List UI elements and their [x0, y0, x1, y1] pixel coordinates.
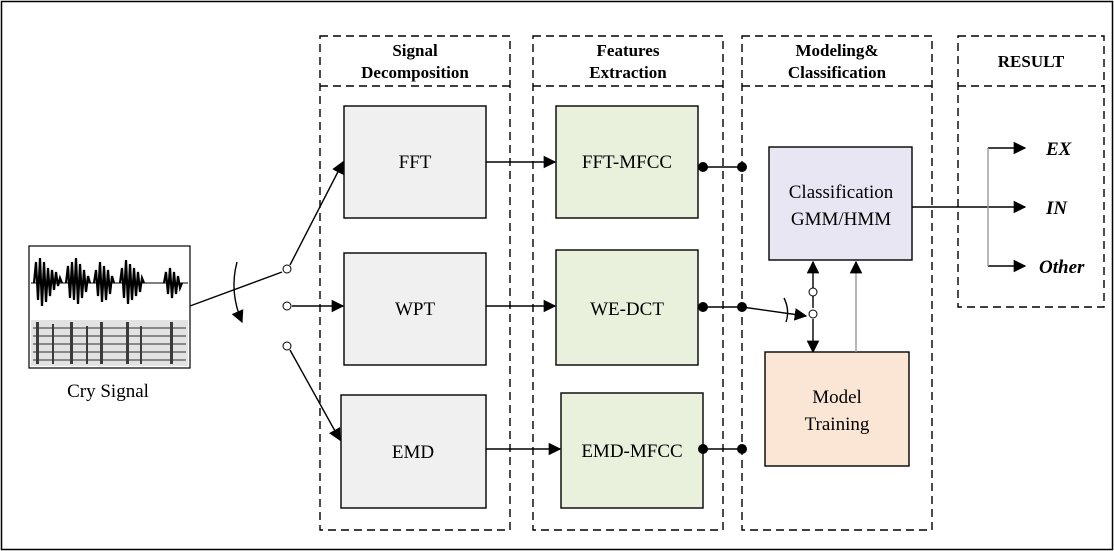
training-label-line2: Training — [805, 414, 870, 435]
decomposition-header-line2: Decomposition — [361, 63, 469, 82]
fft-mfcc-label: FFT-MFCC — [582, 152, 672, 173]
result-header: RESULT — [998, 52, 1065, 71]
section-result-frame — [957, 35, 1105, 308]
training-block — [764, 351, 910, 467]
fftmfcc-dot-in — [737, 162, 747, 172]
switch-contact-3 — [282, 341, 292, 351]
training-label-line1: Model — [812, 387, 862, 408]
emd-mfcc-block — [560, 392, 704, 509]
classifier-block — [768, 146, 913, 261]
emd-mfcc-label: EMD-MFCC — [581, 441, 682, 462]
section-decomposition-frame — [319, 35, 511, 531]
result-in: IN — [1045, 198, 1068, 219]
features-header-line2: Extraction — [589, 63, 667, 82]
wedct-dot-out — [698, 302, 708, 312]
section-modeling-frame — [741, 35, 933, 531]
emdmfcc-dot-in — [737, 444, 747, 454]
wpt-block — [343, 252, 487, 366]
emd-block — [340, 394, 487, 509]
fft-block — [343, 105, 487, 219]
wpt-label: WPT — [395, 299, 436, 320]
we-dct-block — [555, 249, 699, 366]
section-features-frame — [532, 35, 724, 531]
classifier-label-line2: GMM/HMM — [791, 209, 891, 230]
cry-signal-label: Cry Signal — [67, 381, 149, 402]
model-switch-arc — [783, 297, 789, 323]
switch-rotation-arrow — [231, 261, 244, 324]
switch-contact-2 — [282, 301, 292, 311]
arrow-to-emd — [289, 349, 341, 442]
cry-signal-image — [28, 245, 191, 369]
classifier-label-line1: Classification — [789, 182, 894, 203]
arrow-to-model-switch — [741, 306, 808, 321]
we-dct-label: WE-DCT — [590, 299, 664, 320]
decomposition-header-line1: Signal — [392, 41, 438, 60]
switch-contact-1 — [282, 264, 292, 274]
emd-label: EMD — [392, 442, 434, 463]
fft-label: FFT — [399, 152, 432, 173]
modeling-header-line2: Classification — [788, 63, 887, 82]
features-header-line1: Features — [597, 41, 660, 60]
fft-mfcc-block — [555, 105, 699, 219]
arrow-to-fft — [289, 160, 344, 266]
result-other: Other — [1039, 257, 1085, 278]
result-ex: EX — [1045, 139, 1073, 160]
fftmfcc-dot-out — [698, 162, 708, 172]
modeling-header-line1: Modeling& — [795, 41, 878, 60]
model-switch-contact-1 — [808, 287, 818, 297]
switch-input-line — [189, 271, 283, 307]
model-switch-contact-2 — [808, 309, 818, 319]
emdmfcc-dot-out — [698, 444, 708, 454]
